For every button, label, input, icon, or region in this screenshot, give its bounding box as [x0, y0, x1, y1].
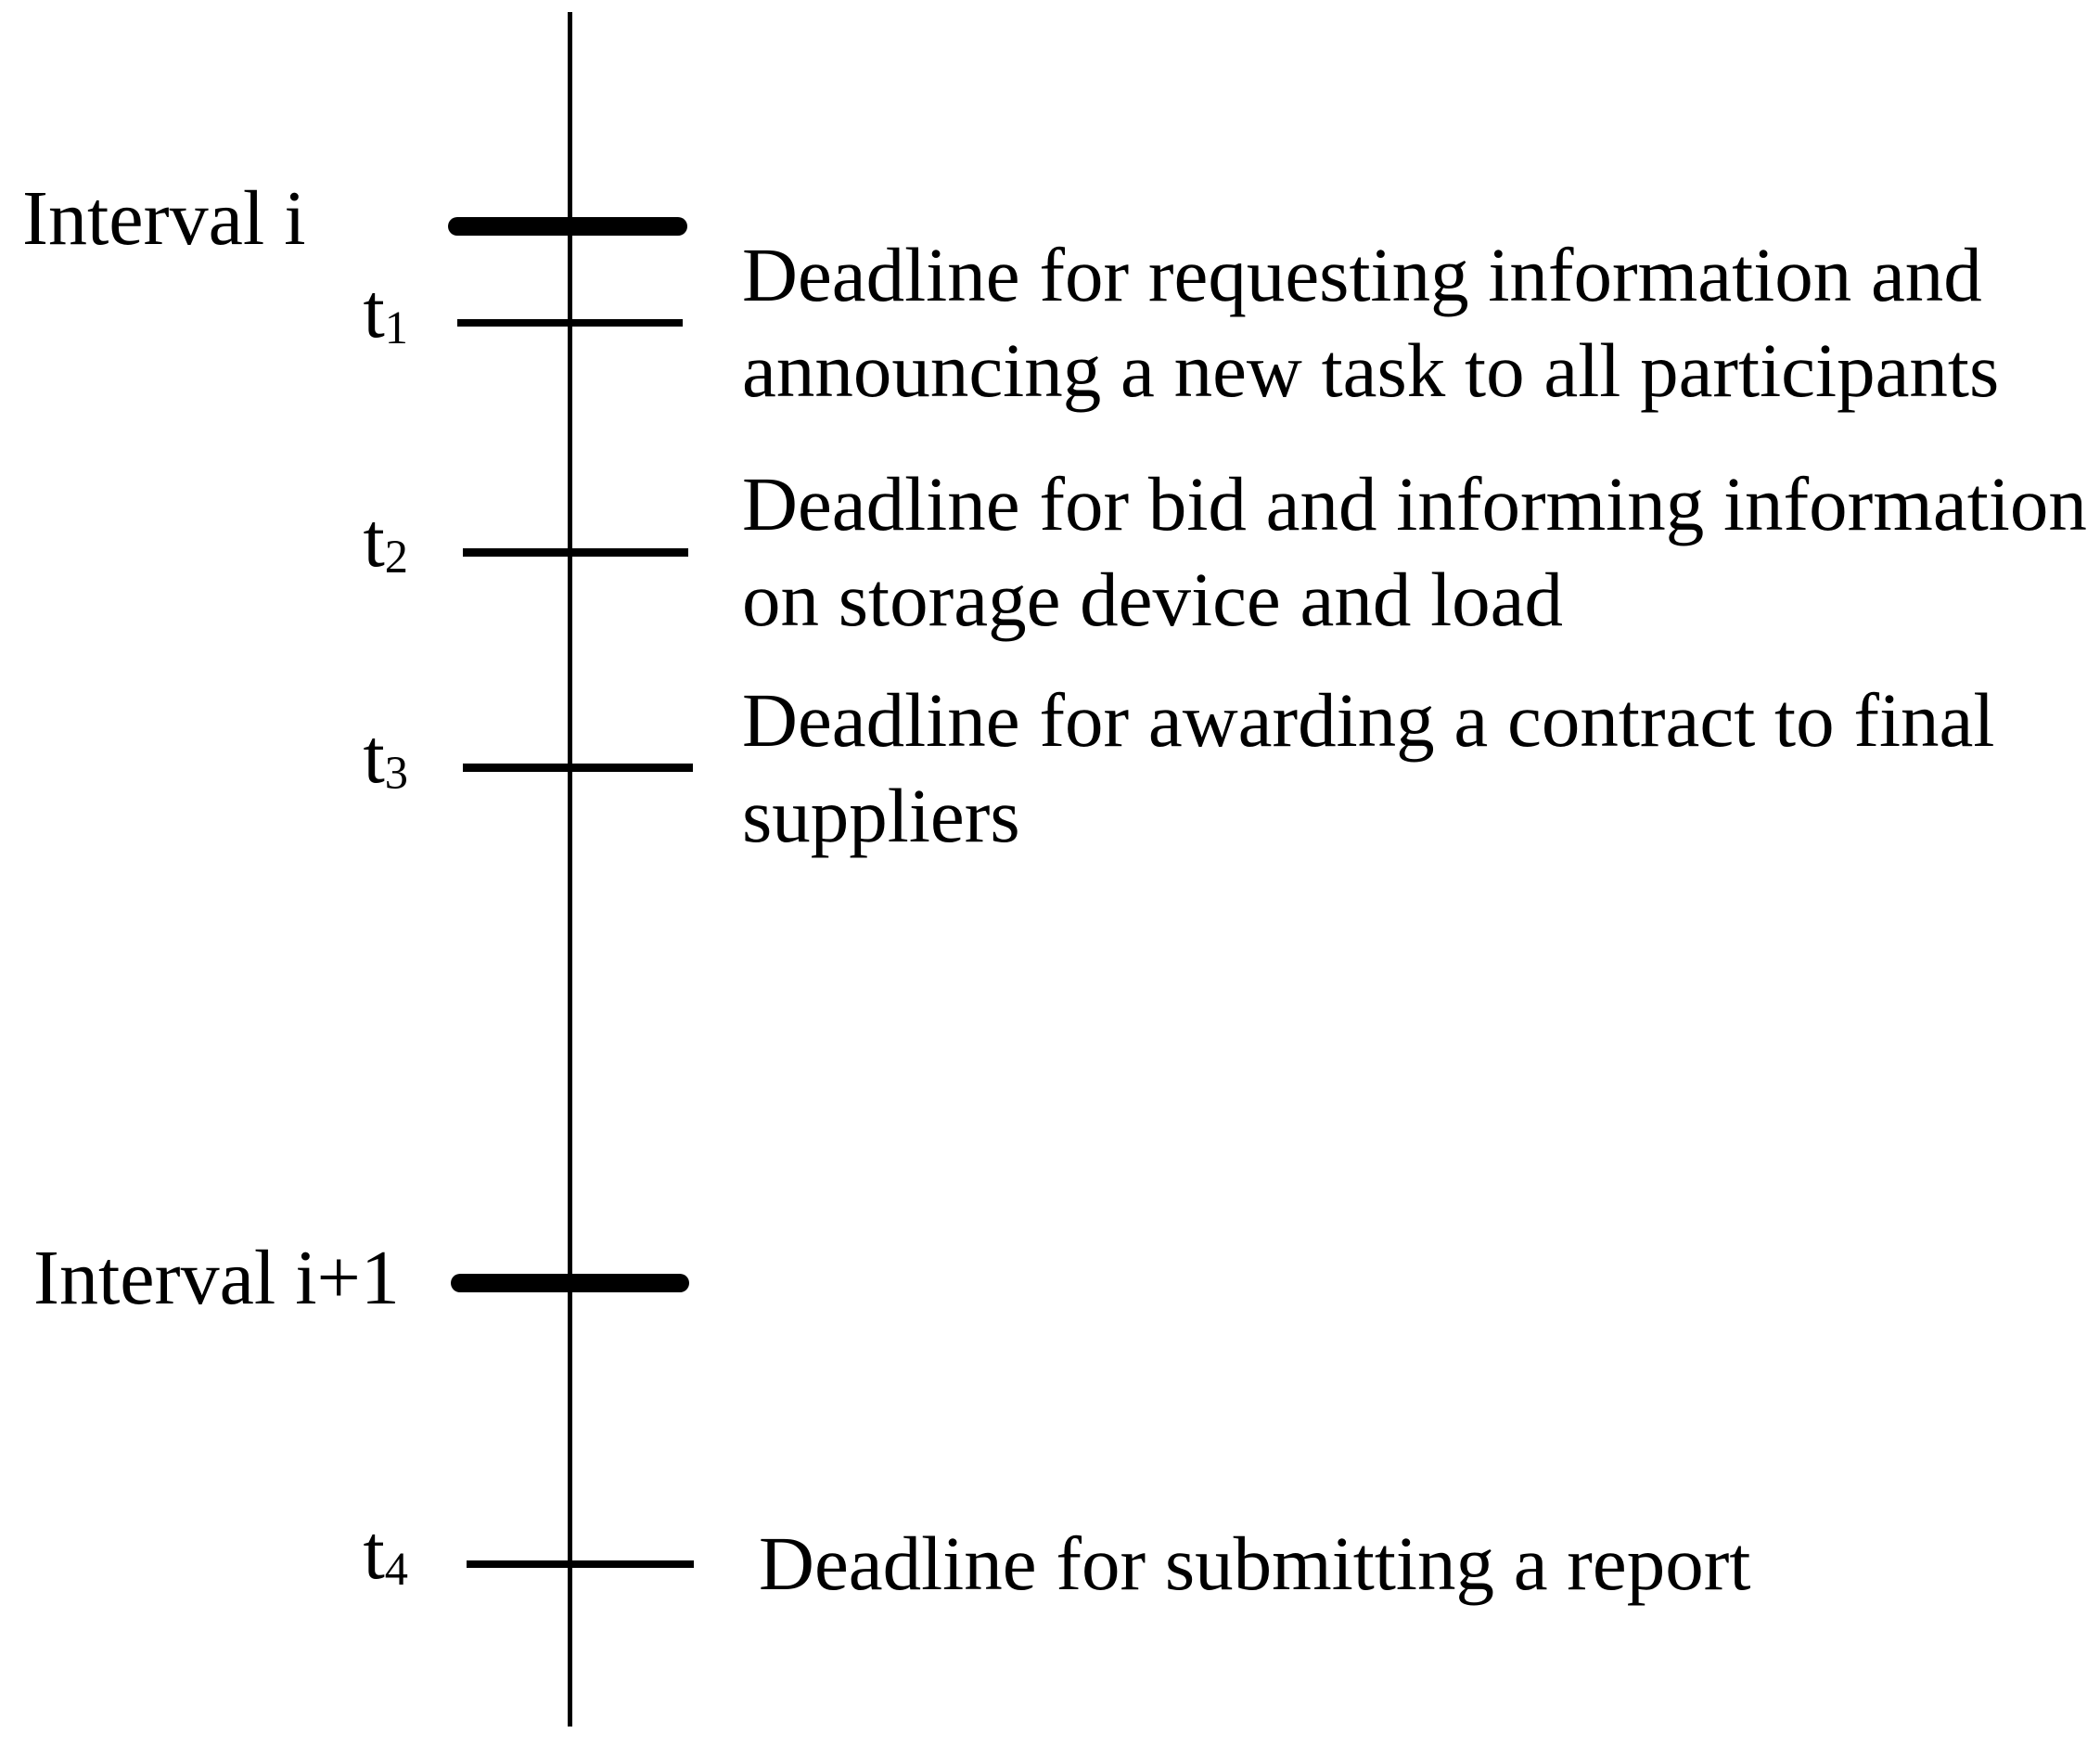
event-t4-description-line1: Deadline for submitting a report	[759, 1521, 1751, 1606]
label-t1: t1	[213, 263, 408, 359]
event-t4-description: Deadline for submitting a report	[759, 1516, 1750, 1611]
event-t3-description-line2: suppliers	[742, 773, 1020, 858]
label-t4: t4	[213, 1505, 408, 1600]
label-t3-base: t	[363, 713, 385, 800]
label-t2: t2	[213, 493, 408, 588]
label-t3-subscript: 3	[384, 747, 408, 800]
label-t4-subscript: 4	[384, 1543, 408, 1596]
label-t1-base: t	[363, 268, 385, 354]
event-t2-description-line1: Deadline for bid and informing informati…	[742, 461, 2087, 546]
tick-t4	[467, 1560, 694, 1568]
tick-t2	[463, 548, 688, 557]
event-t2-description: Deadline for bid and informing informati…	[742, 456, 2087, 648]
label-t2-base: t	[363, 497, 385, 584]
tick-t3	[463, 764, 693, 772]
tick-t1	[457, 319, 683, 327]
event-t2-description-line2: on storage device and load	[742, 557, 1563, 642]
label-t1-subscript: 1	[384, 302, 408, 354]
event-t3-description: Deadline for awarding a contract to fina…	[742, 673, 1994, 864]
event-t1-description-line1: Deadline for requesting information and	[742, 232, 1982, 317]
label-t4-base: t	[363, 1509, 385, 1596]
event-t1-description-line2: announcing a new task to all participant…	[742, 327, 2000, 413]
time-axis-line	[568, 12, 572, 1727]
event-t3-description-line1: Deadline for awarding a contract to fina…	[742, 677, 1995, 763]
label-t3: t3	[213, 709, 408, 804]
interval-i-plus-1-marker	[451, 1274, 689, 1292]
interval-i-plus-1-label: Interval i+1	[33, 1235, 400, 1321]
label-t2-subscript: 2	[384, 531, 408, 584]
interval-i-label: Interval i	[22, 175, 306, 262]
event-t1-description: Deadline for requesting information and …	[742, 227, 1999, 418]
interval-i-marker	[448, 217, 687, 236]
